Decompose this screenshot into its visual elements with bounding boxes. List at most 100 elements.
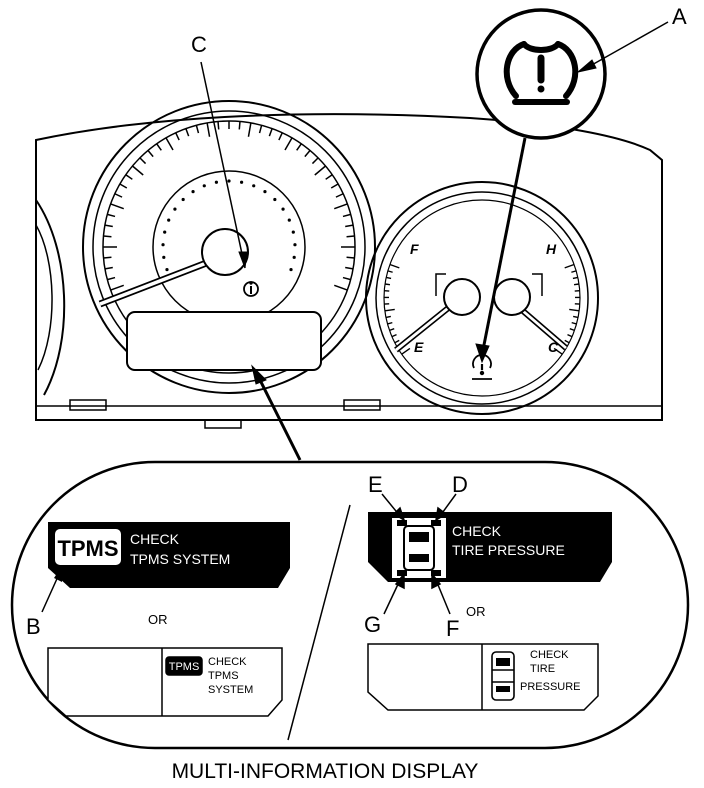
- tpms-indicator-magnified: [475, 8, 607, 140]
- tpms-check-line1: CHECK: [130, 531, 180, 547]
- scale-dot: [165, 267, 169, 272]
- scale-tick: [345, 266, 354, 270]
- tpms-badge-label: TPMS: [57, 536, 118, 561]
- scale-tick: [104, 266, 113, 270]
- tire-indicator-right-rear: [431, 570, 441, 576]
- scale-dot: [162, 255, 166, 259]
- scale-tick: [571, 321, 577, 325]
- scale-tick: [564, 339, 570, 344]
- tire-small-line3: PRESSURE: [520, 681, 581, 693]
- scale-dot: [291, 230, 295, 234]
- tpms-small-line3: SYSTEM: [208, 684, 253, 696]
- scale-tick: [314, 165, 327, 176]
- tpms-small-badge-label: TPMS: [169, 661, 200, 673]
- display-detail-panel: [10, 460, 690, 750]
- scale-dot: [289, 267, 293, 272]
- center-tab: [204, 419, 242, 429]
- scale-dot: [202, 184, 206, 188]
- cluster-housing: [35, 113, 663, 421]
- scale-tick: [386, 276, 392, 280]
- scale-tick: [384, 308, 395, 312]
- tire-check-line1: CHECK: [452, 523, 502, 539]
- speedometer-dots: [161, 179, 297, 272]
- scale-tick: [342, 276, 351, 281]
- scale-tick: [104, 224, 113, 228]
- scale-tick: [107, 213, 116, 218]
- scale-dot: [281, 207, 285, 211]
- tire-small-line2: TIRE: [530, 663, 555, 675]
- scale-tick: [330, 183, 339, 189]
- scale-tick: [147, 149, 154, 158]
- fuel-empty-label: E: [414, 339, 424, 355]
- tire-pressure-display: [368, 512, 612, 582]
- scale-dot: [287, 218, 291, 222]
- scale-tick: [165, 137, 174, 151]
- tire-pressure-display-small: [367, 643, 599, 711]
- temp-cold-label: C: [548, 339, 559, 355]
- scale-dot: [292, 255, 296, 259]
- scale-tick: [571, 270, 577, 273]
- callout-b: B: [26, 614, 41, 639]
- scale-tick: [335, 193, 344, 198]
- scale-dot: [181, 197, 185, 202]
- fuel-needle-hub: [443, 278, 481, 316]
- scale-tick: [333, 284, 348, 291]
- tpms-system-display-small: [47, 647, 283, 717]
- scale-dot: [214, 180, 219, 184]
- scale-tick: [125, 174, 133, 180]
- tpms-small-badge: [165, 656, 203, 676]
- scale-dot: [252, 184, 256, 188]
- scale-tick: [333, 203, 348, 210]
- scale-tick: [156, 143, 162, 151]
- scale-dot: [293, 243, 297, 247]
- multi-information-display-window: [126, 311, 322, 371]
- tpms-small-line1: CHECK: [208, 656, 247, 668]
- scale-tick: [119, 183, 128, 189]
- scale-tick: [258, 125, 263, 134]
- temp-needle-hub: [493, 278, 531, 316]
- scale-tick: [206, 122, 211, 137]
- tpms-small-line2: TPMS: [208, 670, 239, 682]
- callout-e: E: [368, 472, 383, 497]
- callout-f: F: [446, 616, 459, 641]
- fuel-scale-ticks: [383, 263, 411, 355]
- instrument-cluster: [35, 113, 663, 429]
- callout-a: A: [672, 4, 687, 29]
- scale-tick: [278, 132, 283, 141]
- tire-callout-leaders: [381, 493, 457, 615]
- scale-tick: [564, 263, 575, 269]
- tire-check-line2: TIRE PRESSURE: [452, 542, 565, 558]
- divider: [287, 504, 351, 741]
- scale-dot: [173, 207, 177, 211]
- scale-tick: [389, 263, 400, 269]
- callout-c: C: [191, 32, 207, 57]
- scale-dot: [239, 180, 244, 184]
- scale-tick: [573, 315, 579, 319]
- left-tab: [69, 399, 107, 411]
- scale-dot: [167, 218, 171, 222]
- scale-tick: [384, 283, 391, 286]
- diagram-caption: MULTI-INFORMATION DISPLAY: [172, 760, 479, 783]
- tire-indicator-left-rear: [397, 570, 407, 576]
- scale-tick: [387, 321, 393, 325]
- scale-tick: [103, 256, 112, 259]
- scale-tick: [401, 347, 411, 355]
- leader-lines: [200, 21, 669, 461]
- scale-tick: [110, 284, 125, 291]
- scale-tick: [304, 149, 311, 158]
- speedometer: [82, 100, 376, 394]
- scale-dot: [227, 179, 231, 183]
- scale-tick: [185, 128, 190, 137]
- car-top-view-icon: [397, 520, 441, 576]
- left-partial-gauge: [35, 199, 66, 396]
- scale-tick: [345, 224, 354, 228]
- tpms-system-display: [48, 522, 290, 588]
- scale-dot: [273, 197, 277, 202]
- right-tab: [343, 399, 381, 411]
- scale-tick: [346, 235, 355, 238]
- scale-tick: [114, 193, 123, 198]
- tpms-badge: [53, 527, 123, 567]
- scale-tick: [325, 174, 333, 180]
- scale-tick: [391, 334, 397, 338]
- fuel-full-label: F: [410, 241, 419, 257]
